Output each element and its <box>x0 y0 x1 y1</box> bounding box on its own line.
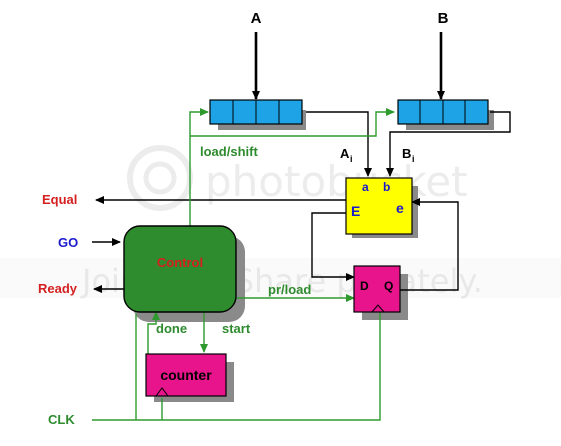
done-label: done <box>156 321 187 336</box>
b-i-label: B <box>402 146 411 161</box>
labels: A B load/shift A i B i Equal GO Ready pr… <box>38 10 449 427</box>
comparator-block: a b E e <box>345 177 413 235</box>
load-shift-label: load/shift <box>200 144 258 159</box>
input-b-label: B <box>438 10 449 27</box>
register-b <box>397 99 489 125</box>
go-label: GO <box>58 235 78 250</box>
clk-label: CLK <box>48 412 75 427</box>
register-a <box>209 99 303 125</box>
watermark-top-text: photobucket <box>205 157 468 206</box>
input-a-label: A <box>251 10 262 27</box>
watermark: photobucket Join free. Share privately. <box>0 145 561 300</box>
comparator-e-input-label: e <box>396 200 404 216</box>
ready-label: Ready <box>38 281 78 296</box>
control-block: Control <box>123 225 237 313</box>
counter-label: counter <box>160 367 212 383</box>
black-wires <box>92 32 511 293</box>
pr-load-label: pr/load <box>268 282 311 297</box>
counter-block: counter <box>145 353 227 397</box>
start-label: start <box>222 321 251 336</box>
comparator-E-output-label: E <box>351 203 360 219</box>
flipflop-Q-label: Q <box>384 279 393 293</box>
comparator-a-input-label: a <box>362 180 369 194</box>
comparator-b-input-label: b <box>383 180 390 194</box>
a-i-label: A <box>340 146 350 161</box>
a-i-subscript: i <box>350 154 353 164</box>
control-label: Control <box>157 255 203 270</box>
green-wires <box>92 108 395 421</box>
flipflop-D-label: D <box>360 279 369 293</box>
equal-label: Equal <box>42 192 77 207</box>
flipflop-block: D Q <box>353 265 401 313</box>
b-i-subscript: i <box>412 154 415 164</box>
